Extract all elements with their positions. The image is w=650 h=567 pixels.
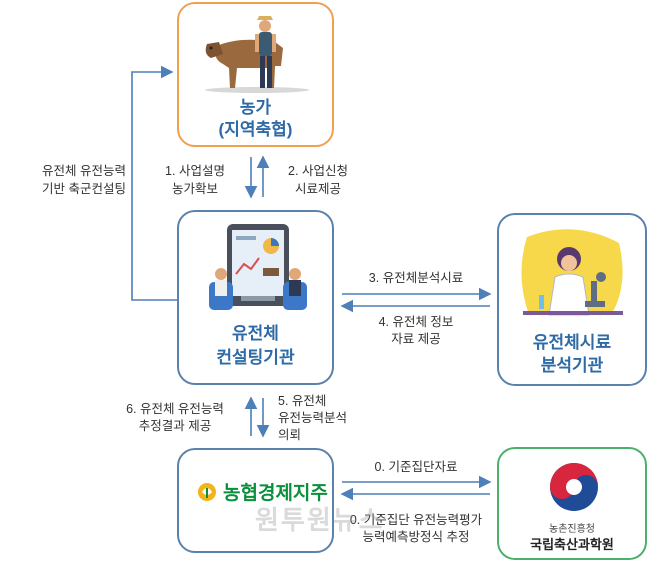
loop-arrow [131,65,180,301]
edge2-label-line2: 시료제공 [294,182,341,196]
nias-agency: 농촌진흥청 [549,524,595,535]
edge0b-label-line2: 능력예측방정식 추정 [362,530,470,544]
edge6-label-line1: 6. 유전체 유전능력 [126,402,224,416]
watermark: 원투원뉴스 [255,505,385,535]
nias-name: 국립축산과학원 [530,537,614,552]
farm-title: 농가 [239,98,272,117]
korea-taegeuk-emblem-icon [550,463,598,511]
edge2-label-line1: 2. 사업신청 [288,164,348,178]
edge1-label-line2: 농가확보 [171,182,218,196]
nh-logo: 농협경제지주 [197,478,328,505]
edge5-label-line3: 의뢰 [278,428,302,442]
edge1-label-line1: 1. 사업설명 [165,164,225,178]
consulting-node: 유전체 컨설팅기관 [177,210,334,385]
nh-name: 농협경제지주 [223,483,328,504]
edge4-label-line2: 자료 제공 [391,332,441,346]
loop-label-line2: 기반 축군컨설팅 [42,182,126,196]
analysis-subtitle: 분석기관 [540,356,604,375]
edge0a-label: 0. 기준집단자료 [374,460,458,474]
scientist-microscope-icon [521,229,623,316]
edge4-label-line1: 4. 유전체 정보 [378,315,454,329]
loop-label-line1: 유전체 유전능력 [42,164,126,178]
nh-logo-icon [198,482,216,501]
consulting-title: 유전체 [232,324,279,343]
edge5-label-line2: 유전능력분석 [278,411,348,425]
analysis-title: 유전체시료 [532,333,612,352]
consulting-meeting-icon [209,224,307,310]
nias-node: 농촌진흥청 국립축산과학원 [497,447,647,560]
consulting-subtitle: 컨설팅기관 [216,348,295,367]
farmer-cow-icon [205,16,309,93]
analysis-node: 유전체시료 분석기관 [497,213,647,386]
edge3-label: 3. 유전체분석시료 [368,271,464,285]
edge6-label-line2: 추정결과 제공 [138,419,212,433]
nh-node: 농협경제지주 [177,448,334,553]
farm-subtitle: (지역축협) [218,120,293,139]
edge5-label-line1: 5. 유전체 [278,394,327,408]
edge0b-label-line1: 0. 기준집단 유전능력평가 [349,513,483,527]
farm-node: 농가 (지역축협) [177,2,334,147]
